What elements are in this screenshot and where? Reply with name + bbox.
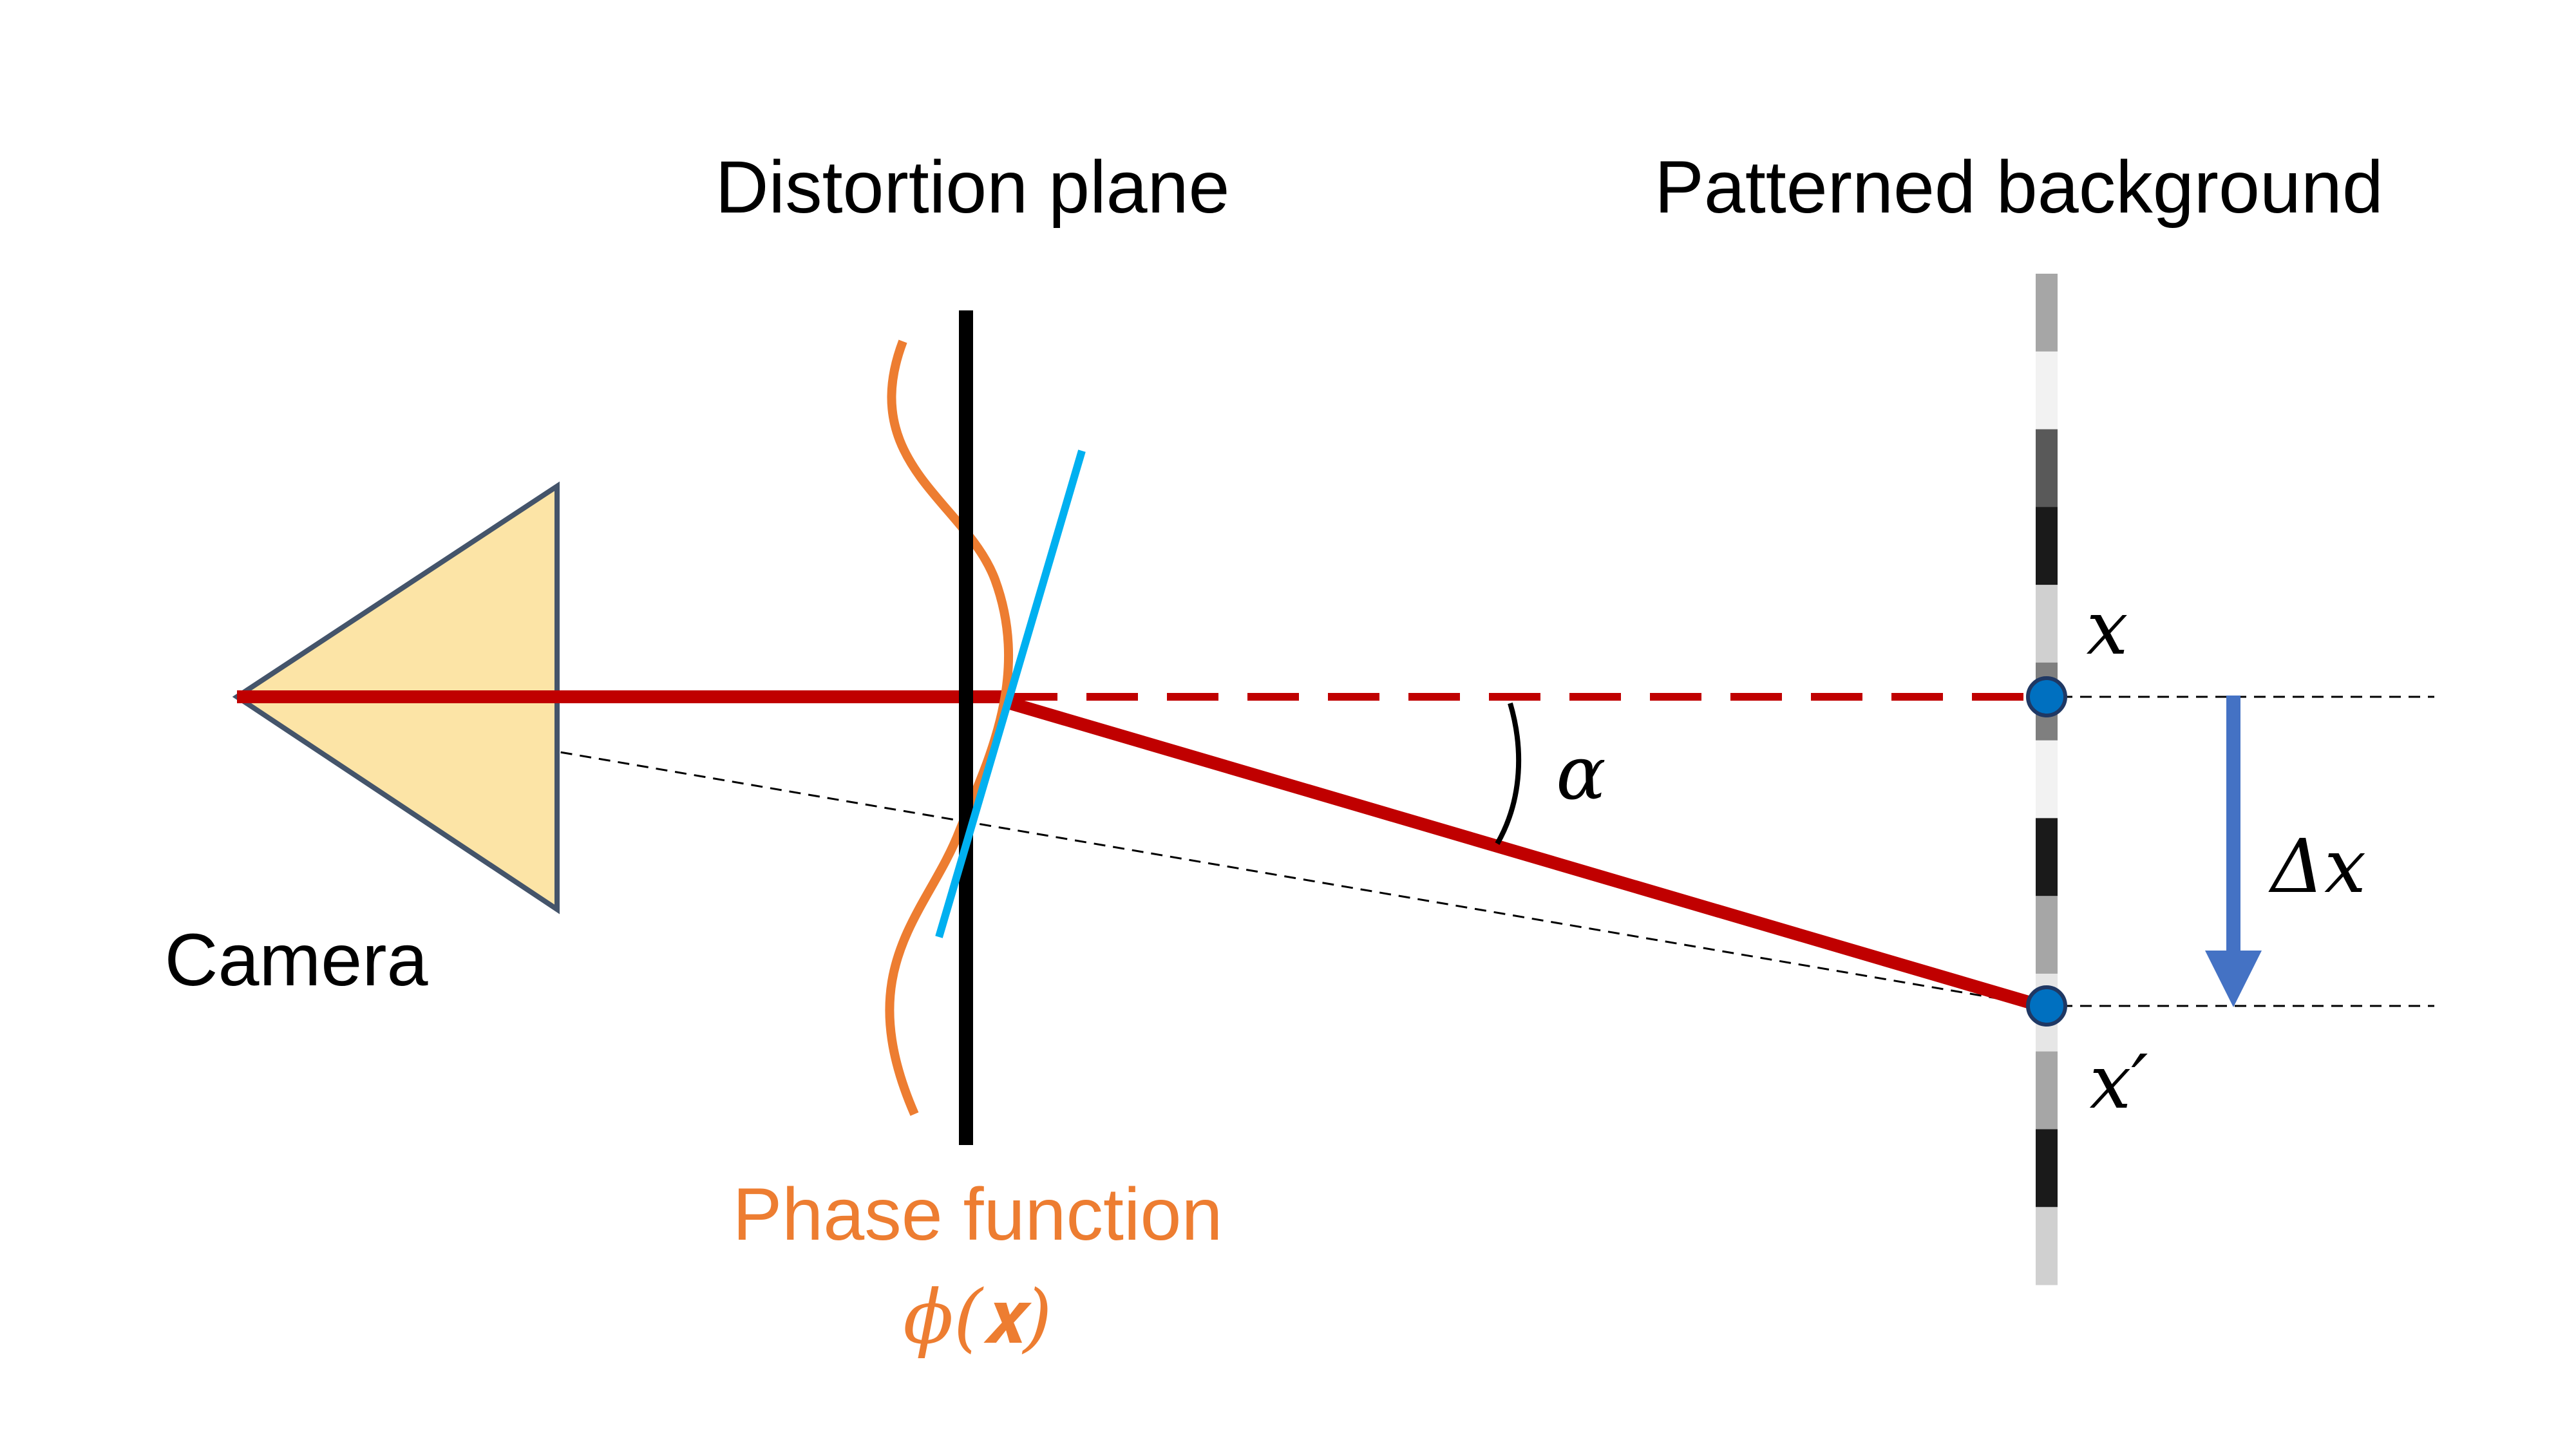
x-prime-label: x′ xyxy=(2090,1039,2148,1126)
pattern-segment xyxy=(2036,740,2058,819)
pattern-segment xyxy=(2036,1129,2058,1208)
distortion-plane-label: Distortion plane xyxy=(715,146,1229,229)
phase-function-label: Phase function xyxy=(733,1173,1223,1256)
pattern-segment xyxy=(2036,585,2058,663)
pattern-segment xyxy=(2036,429,2058,507)
point-x xyxy=(2026,676,2067,717)
point-x-prime xyxy=(2026,985,2067,1027)
pattern-segment xyxy=(2036,507,2058,585)
phase-function-curve xyxy=(885,339,1014,1116)
delta-x-label: Δx xyxy=(2268,824,2366,910)
tangent-line xyxy=(935,450,1086,938)
pattern-segment xyxy=(2036,351,2058,430)
pattern-segment xyxy=(2036,896,2058,974)
x-label: x xyxy=(2087,585,2128,672)
pattern-segment xyxy=(2036,274,2058,352)
deflected-ray xyxy=(999,696,2048,1012)
pattern-segment xyxy=(2036,818,2058,896)
patterned-background-strip xyxy=(2036,274,2058,1285)
phase-symbol-label: ϕ(𝐱) xyxy=(903,1274,1052,1361)
pattern-segment xyxy=(2036,1051,2058,1130)
camera-label: Camera xyxy=(164,919,428,1001)
alpha-label: α xyxy=(1556,730,1606,817)
angle-arc xyxy=(1495,702,1522,845)
patterned-background-label: Patterned background xyxy=(1654,146,2383,229)
apparent-ray-line xyxy=(236,696,2042,1007)
pattern-segment xyxy=(2036,1207,2058,1285)
